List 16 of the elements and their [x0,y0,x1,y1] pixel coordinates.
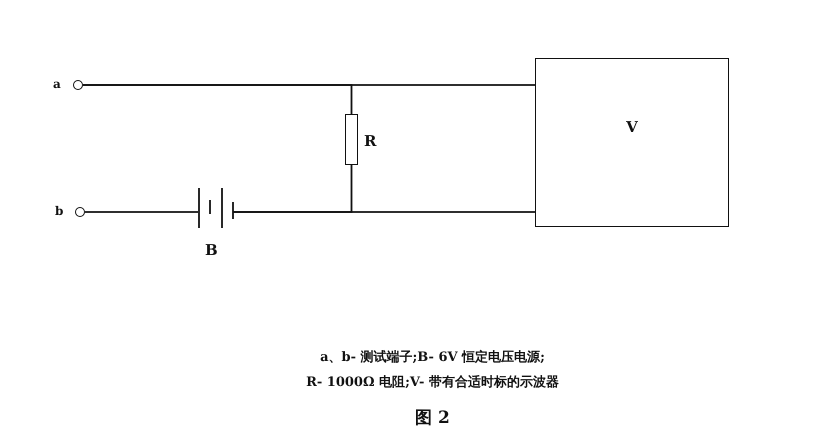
terminal-circle [75,207,85,217]
component-label: B [205,243,218,258]
legend-note: a、b- 测试端子;B- 6V 恒定电压电源; [320,350,545,365]
terminal-label: a [53,78,61,90]
oscilloscope-box [535,58,729,227]
wire [85,211,198,213]
wire [83,84,352,114]
legend-note: R- 1000Ω 电阻;V- 带有合适时标的示波器 [306,375,559,390]
terminal-circle [73,80,83,90]
wire [234,165,352,213]
figure-caption: 图 2 [415,408,450,428]
component-label: R [364,134,376,149]
terminal-label: b [55,205,64,217]
battery-symbol [198,188,234,228]
box-label: V [626,118,638,136]
resistor-symbol [345,114,358,165]
